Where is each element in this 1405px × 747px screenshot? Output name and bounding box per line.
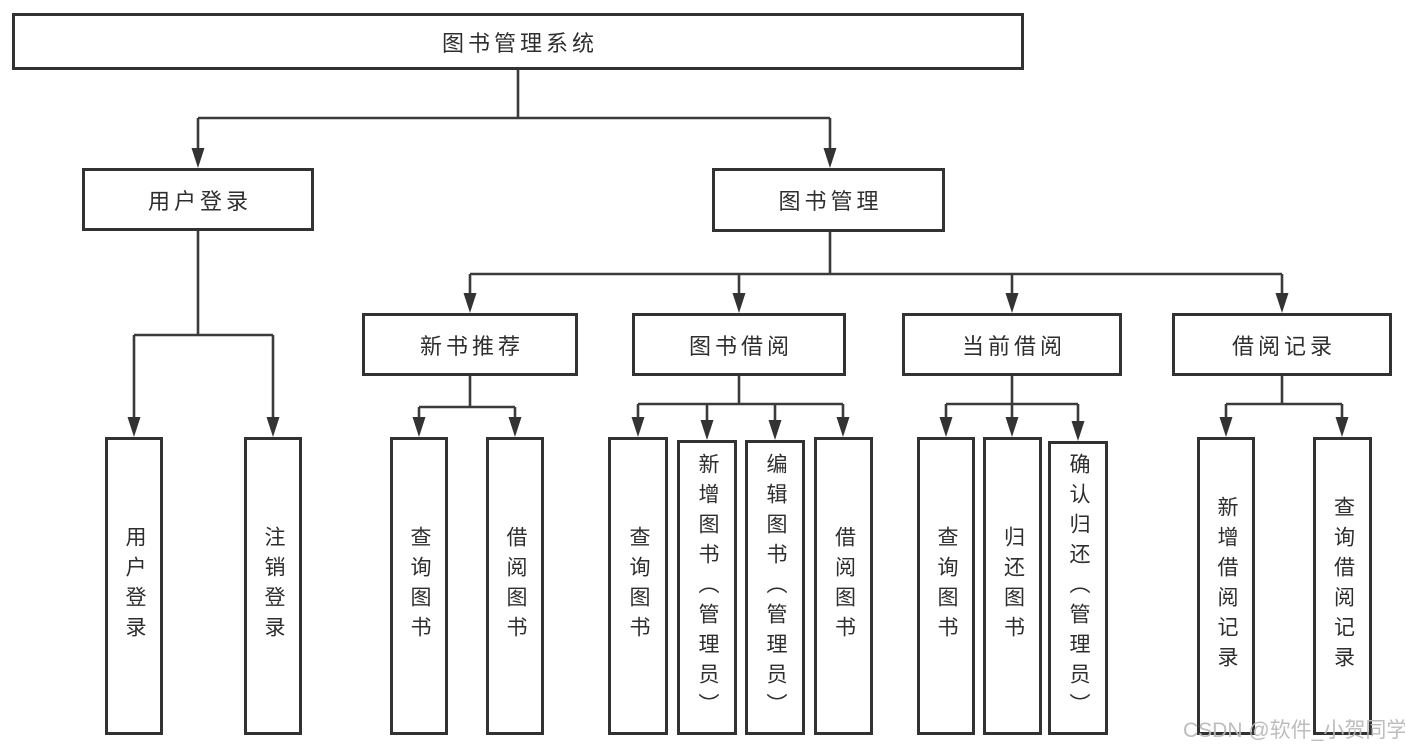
node-label: 新书推荐	[419, 333, 524, 359]
node-book-borrow: 图书借阅	[632, 313, 846, 376]
leaf-cb-confirm-return-admin: 确认归还（管理员）	[1048, 441, 1108, 735]
connector-current-borrow-branch	[939, 376, 1085, 441]
node-label: 查询借阅记录	[1331, 496, 1355, 676]
leaf-rec-query-books: 查询图书	[390, 437, 448, 735]
node-current-borrow: 当前借阅	[902, 313, 1122, 376]
connector-user-login-branch	[127, 231, 280, 437]
node-label: 注销登录	[262, 526, 285, 646]
arrowhead-icon	[631, 417, 645, 437]
arrowhead-icon	[191, 148, 205, 168]
node-label: 借阅记录	[1231, 333, 1336, 359]
arrowhead-icon	[463, 293, 477, 313]
arrowhead-icon	[768, 420, 782, 440]
leaf-cb-return-books: 归还图书	[983, 437, 1042, 735]
connector-new-book-rec-branch	[412, 376, 522, 437]
connector-book-mgmt-branch	[463, 231, 1289, 313]
node-label: 编辑图书（管理员）	[764, 452, 787, 723]
node-label: 用户登录	[123, 526, 146, 646]
node-label: 新增借阅记录	[1215, 496, 1238, 676]
arrowhead-icon	[1275, 293, 1289, 313]
connector-book-borrow-branch	[631, 376, 850, 440]
node-root: 图书管理系统	[12, 13, 1024, 70]
node-label: 图书借阅	[688, 333, 793, 359]
leaf-br-query-record: 查询借阅记录	[1313, 437, 1372, 735]
arrowhead-icon	[412, 417, 426, 437]
arrowhead-icon	[266, 417, 280, 437]
connector-borrow-records-branch	[1219, 376, 1349, 437]
node-label: 查询图书	[935, 526, 958, 646]
leaf-rec-borrow-books: 借阅图书	[486, 437, 544, 735]
node-label: 新增图书（管理员）	[696, 452, 719, 723]
leaf-user-login: 用户登录	[105, 437, 163, 735]
arrowhead-icon	[836, 417, 850, 437]
leaf-bb-edit-books-admin: 编辑图书（管理员）	[745, 440, 805, 735]
node-label: 用户登录	[147, 188, 252, 214]
node-user-login: 用户登录	[82, 168, 314, 231]
leaf-br-add-record: 新增借阅记录	[1197, 437, 1255, 735]
node-label: 查询图书	[408, 526, 431, 646]
node-label: 借阅图书	[504, 526, 527, 646]
leaf-bb-add-books-admin: 新增图书（管理员）	[677, 440, 737, 735]
connector-root-to-level2	[191, 70, 837, 168]
node-borrow-records: 借阅记录	[1172, 313, 1392, 376]
arrowhead-icon	[1005, 417, 1019, 437]
node-label: 确认归还（管理员）	[1067, 453, 1090, 723]
node-book-mgmt: 图书管理	[712, 168, 945, 232]
node-label: 图书管理	[778, 189, 883, 214]
node-label: 当前借阅	[961, 333, 1066, 359]
arrowhead-icon	[1071, 421, 1085, 441]
csdn-watermark: CSDN @软件_小贺同学	[1183, 719, 1405, 742]
leaf-cb-query-books: 查询图书	[917, 437, 975, 735]
arrowhead-icon	[508, 417, 522, 437]
arrowhead-icon	[127, 417, 141, 437]
leaf-bb-borrow-books: 借阅图书	[814, 437, 873, 735]
leaf-bb-query-books: 查询图书	[608, 437, 668, 735]
node-label: 图书管理系统	[441, 30, 598, 56]
arrowhead-icon	[1005, 293, 1019, 313]
node-label: 借阅图书	[832, 526, 856, 646]
arrowhead-icon	[1335, 417, 1349, 437]
arrowhead-icon	[939, 417, 953, 437]
leaf-logout: 注销登录	[244, 437, 302, 735]
node-label: 查询图书	[627, 526, 650, 646]
arrowhead-icon	[823, 148, 837, 168]
node-label: 归还图书	[1001, 526, 1025, 646]
arrowhead-icon	[1219, 417, 1233, 437]
arrowhead-icon	[732, 293, 746, 313]
arrowhead-icon	[700, 420, 714, 440]
node-new-book-rec: 新书推荐	[362, 313, 578, 376]
